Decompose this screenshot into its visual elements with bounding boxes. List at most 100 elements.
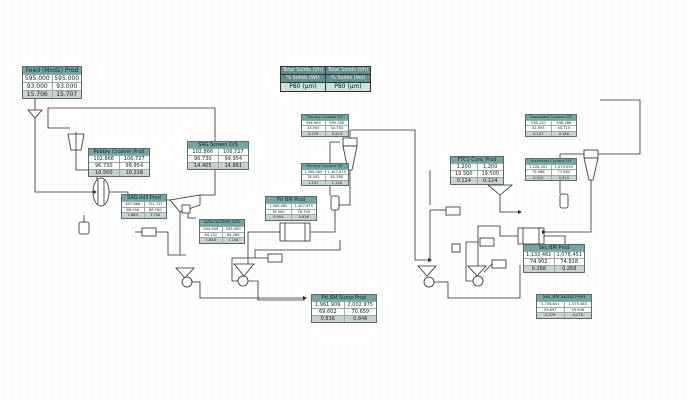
cell: 99.954 — [217, 155, 248, 162]
flowsheet-legend: Total Solids (t/h)Total Solids (t/h) % S… — [280, 66, 371, 92]
stream-label: Feed (Mod1) Prod — [23, 67, 81, 74]
stream-label: Pri BM Sump Prod — [312, 295, 376, 301]
cell: 84.288 — [221, 231, 244, 237]
cell: 88.358 — [122, 206, 144, 213]
cell: 595.000 — [324, 119, 348, 125]
cell: 538.286 — [550, 119, 576, 125]
cell: 59.697 — [537, 306, 564, 313]
legend-subheader-right: % Solids (Vol) — [325, 75, 370, 82]
cell: 69.602 — [312, 308, 344, 315]
cell: 1,079.094 — [550, 163, 576, 169]
cell: 76.500 — [266, 208, 291, 215]
cell: 10.560 — [89, 169, 119, 176]
stream-label: Pri BM Prod — [266, 197, 316, 203]
cell: 1,133.461 — [524, 251, 554, 258]
cell: 0.991 — [266, 214, 291, 220]
cell: 0.276 — [563, 312, 591, 318]
cell: 32.784 — [324, 125, 348, 131]
cell: 1,399.060 — [266, 203, 291, 209]
cell: 102.866 — [188, 148, 218, 155]
cell: 0.836 — [312, 315, 344, 322]
cell: 2,002.975 — [343, 301, 376, 308]
cell: 102.866 — [89, 155, 119, 162]
cell: 76.700 — [290, 208, 316, 214]
cell: 19.500 — [451, 170, 477, 177]
cell: 82.380 — [324, 174, 348, 180]
cell: 1,076.451 — [553, 251, 584, 258]
cell: 1,128.341 — [526, 163, 551, 170]
cell: 0.148 — [550, 130, 576, 136]
cell: 106.727 — [118, 155, 149, 162]
cell: 74.902 — [524, 258, 554, 265]
cell: 99.954 — [118, 162, 149, 169]
cell: 0.239 — [302, 130, 325, 136]
legend-header-left: Total Solids (t/h) — [282, 67, 324, 73]
stream-label: Pebble Crusher Prod — [89, 149, 149, 155]
cell: 1,399.060 — [302, 168, 325, 175]
cell: 93.000 — [51, 82, 81, 90]
cell: 0.147 — [526, 130, 551, 136]
cell: 0.268 — [553, 265, 584, 272]
stream-label: Secondary Cyclone U/F — [526, 159, 576, 164]
cell: 0.916 — [290, 214, 316, 220]
cell: 96.730 — [89, 162, 119, 169]
cell: 1.200 — [476, 163, 503, 170]
stream-label: Primary Cyclone O/F — [302, 115, 348, 120]
cell: 74.918 — [553, 258, 584, 265]
cell: 84.102 — [200, 231, 222, 238]
cell: 88.760 — [143, 206, 166, 212]
legend-value-right: P80 (µm) — [325, 83, 370, 91]
cell: 595.000 — [221, 226, 244, 232]
cell: 595.000 — [23, 74, 52, 82]
cell: 14.405 — [188, 162, 218, 169]
stream-label: FTC1 Conc Prod — [451, 157, 503, 163]
cell: 0.276 — [537, 312, 564, 318]
legend-header-right: Total Solids (t/h) — [325, 67, 370, 74]
cell: 106.727 — [217, 148, 248, 155]
stream-label: SAG Screen O/S — [188, 142, 248, 148]
cell: 15.706 — [23, 90, 52, 98]
cell: 0.224 — [324, 130, 348, 136]
cell: 538.120 — [526, 119, 551, 126]
cell: 96.730 — [188, 155, 218, 162]
cell: 1,407.975 — [290, 203, 316, 209]
cell: 1,575.465 — [563, 301, 591, 307]
stream-label: Sec BM Prod — [524, 245, 584, 251]
cell: 0.316 — [526, 174, 551, 180]
stream-label: Secondary Cyclone O/F — [526, 115, 576, 120]
cell: 1,706.641 — [537, 301, 564, 307]
stream-label: SAG mill Prod — [122, 195, 166, 201]
cell: 1.683 — [122, 212, 144, 218]
stream-label: Primary Cyclone U/F — [302, 164, 348, 169]
cell: 701.727 — [143, 201, 166, 207]
cell: 594.909 — [302, 119, 325, 126]
cell: 0.846 — [343, 315, 376, 322]
cell: 697.866 — [122, 201, 144, 207]
cell: 42.493 — [526, 125, 551, 131]
cell: 1.848 — [200, 237, 222, 243]
cell: 1.200 — [451, 163, 477, 170]
legend-subheader-left: % Solids (Wt) — [286, 75, 320, 81]
cell: 77.964 — [550, 169, 576, 175]
cell: 40.715 — [550, 125, 576, 131]
cell: 15.707 — [51, 90, 81, 98]
cell: 0.268 — [524, 265, 554, 272]
cell: 1.756 — [143, 212, 166, 218]
cell: 595.000 — [51, 74, 81, 82]
